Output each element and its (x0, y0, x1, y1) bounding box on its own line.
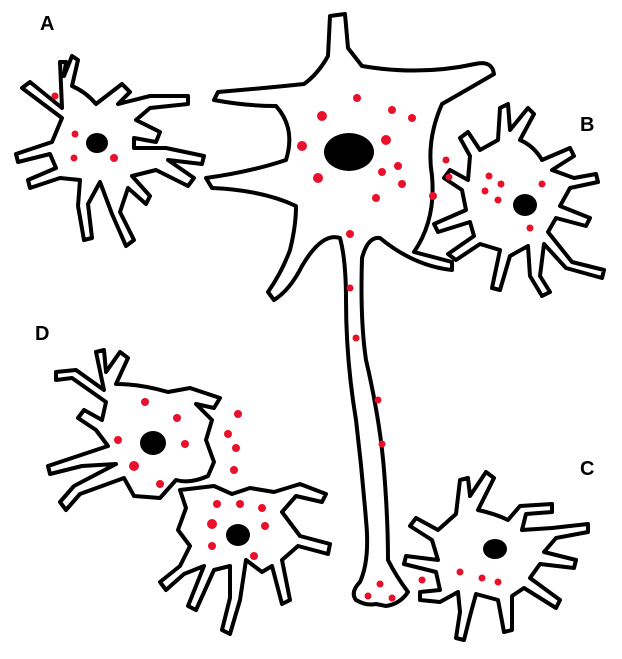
granule (457, 569, 464, 576)
granule (129, 461, 139, 471)
granule (539, 181, 546, 188)
granule (388, 106, 396, 114)
granule (419, 577, 426, 584)
granule (71, 155, 78, 162)
granule (378, 168, 386, 176)
granule (258, 504, 266, 512)
granule (389, 595, 396, 602)
granule (377, 581, 384, 588)
granule (495, 197, 502, 204)
label-d: D (35, 323, 49, 345)
granule (346, 230, 354, 238)
granule (173, 414, 181, 422)
granule (482, 188, 489, 195)
granule (72, 131, 79, 138)
cell-d-upper-nucleus (140, 431, 166, 455)
glial-cell-a (16, 56, 204, 246)
glial-cell-b (429, 104, 604, 296)
granule (372, 194, 380, 202)
granule (495, 579, 502, 586)
granule (156, 480, 164, 488)
cell-a-nucleus (86, 133, 108, 153)
granule (297, 141, 307, 151)
granule (479, 575, 486, 582)
granule (379, 441, 386, 448)
granule (498, 181, 505, 188)
granule (224, 430, 232, 438)
granule (208, 542, 216, 550)
granule (353, 94, 361, 102)
cell-b-nucleus (513, 194, 537, 216)
granule (261, 522, 269, 530)
glial-cell-c (404, 472, 588, 640)
granule (429, 192, 437, 200)
granule (110, 154, 118, 162)
granule (365, 593, 372, 600)
granule (443, 157, 450, 164)
granule (446, 174, 453, 181)
label-a: A (40, 13, 54, 35)
granule (408, 114, 416, 122)
granule (317, 111, 327, 121)
granule (486, 173, 493, 180)
granule (381, 135, 391, 145)
glial-cell-d-lower (160, 484, 330, 634)
granule (114, 436, 122, 444)
granule (232, 444, 240, 452)
granule (394, 162, 402, 170)
granule (398, 180, 406, 188)
granule (353, 335, 360, 342)
granule (347, 285, 354, 292)
cell-a-outline (16, 56, 204, 246)
granule (527, 225, 534, 232)
label-c: C (580, 458, 594, 480)
granule (313, 173, 323, 183)
neuron-nucleus (324, 133, 374, 171)
granule (236, 500, 244, 508)
cell-d-lower-nucleus (226, 524, 250, 546)
cell-c-nucleus (483, 539, 507, 559)
granule (181, 440, 189, 448)
granule (250, 552, 258, 560)
label-b: B (580, 114, 594, 136)
cell-d-lower-outline (160, 484, 330, 634)
granule (375, 397, 382, 404)
granule (207, 519, 217, 529)
granule (234, 410, 242, 418)
granule (230, 466, 238, 474)
granule (213, 500, 221, 508)
cell-d-upper-outline (48, 350, 220, 510)
granule (141, 398, 149, 406)
granule (52, 93, 59, 100)
